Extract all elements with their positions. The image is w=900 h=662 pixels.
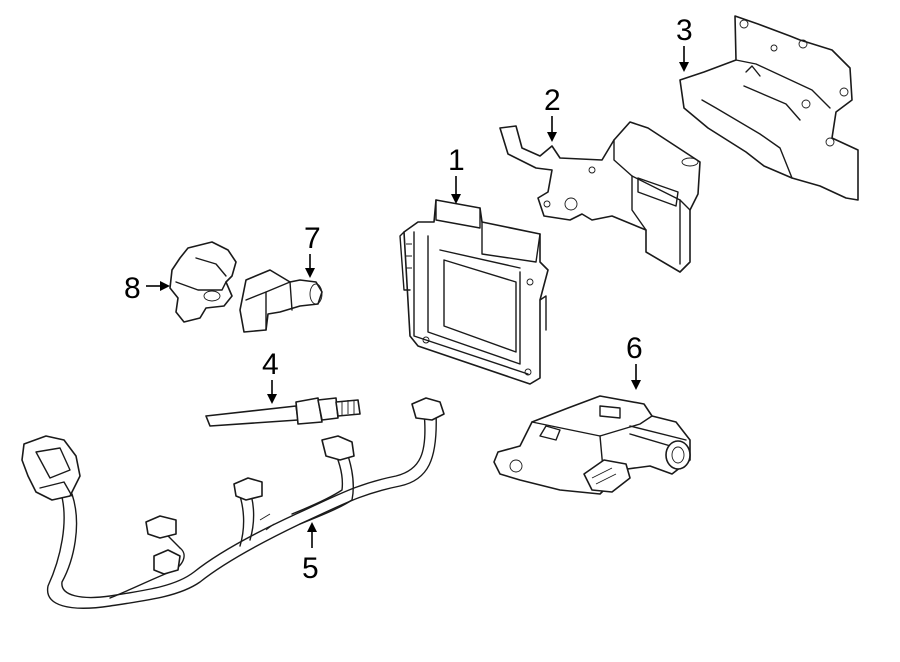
part-2-bracket xyxy=(499,121,701,273)
leader-arrow-3 xyxy=(679,46,689,72)
leader-arrow-4 xyxy=(267,380,277,404)
callout-label-7: 7 xyxy=(304,222,321,255)
part-4-glow-plug xyxy=(205,397,361,427)
part-3-bracket xyxy=(679,15,859,201)
part-6-module xyxy=(493,395,691,495)
leader-arrow-5 xyxy=(307,522,317,548)
part-7-sensor xyxy=(239,269,323,333)
callout-label-1: 1 xyxy=(448,144,465,177)
part-5-harness xyxy=(21,397,445,609)
leader-arrow-2 xyxy=(547,116,557,142)
leader-arrow-1 xyxy=(451,176,461,204)
part-1-ecu xyxy=(399,199,549,385)
callout-label-6: 6 xyxy=(626,332,643,365)
leader-arrow-6 xyxy=(631,364,641,390)
callout-label-2: 2 xyxy=(544,84,561,117)
callout-label-4: 4 xyxy=(262,348,279,381)
leader-arrow-8 xyxy=(146,281,170,291)
callout-label-8: 8 xyxy=(124,272,141,305)
callout-label-5: 5 xyxy=(302,552,319,585)
part-8-sensor xyxy=(169,241,237,323)
callout-label-3: 3 xyxy=(676,14,693,47)
leader-arrow-7 xyxy=(305,254,315,278)
